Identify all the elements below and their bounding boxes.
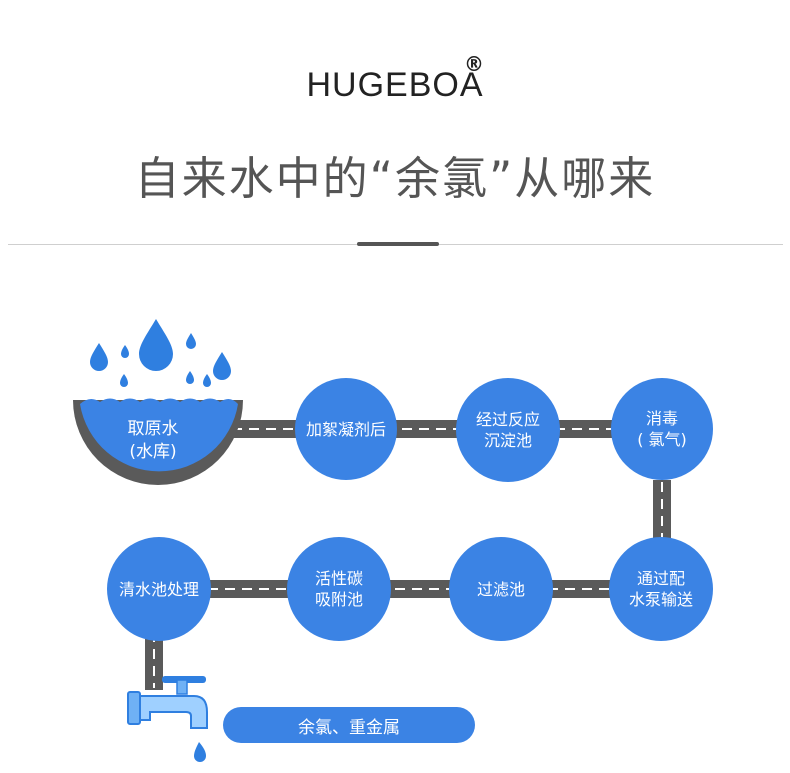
road-bottom-row <box>155 580 665 598</box>
step-label: 消毒 <box>645 409 678 428</box>
step-node-sedimentation: 经过反应 沉淀池 <box>456 378 560 482</box>
step-label: 过滤池 <box>476 579 525 599</box>
step-label: ( 氯气) <box>637 430 687 449</box>
step-label: 加絮凝剂后 <box>305 419 386 439</box>
step-label: 活性碳 <box>314 569 363 588</box>
source-label-line1: 取原水 <box>127 419 179 439</box>
header-divider-accent <box>357 242 439 246</box>
step-node-activated-carbon: 活性碳 吸附池 <box>287 537 391 641</box>
step-node-disinfection: 消毒 ( 氯气) <box>611 378 713 480</box>
water-drop-icon <box>90 319 231 387</box>
result-label-pill: 余氯、重金属 <box>223 707 475 743</box>
registered-mark: ® <box>464 52 484 76</box>
step-label: 经过反应 <box>475 410 540 429</box>
page-title: 自来水中的“余氯”从哪来 <box>134 152 656 205</box>
step-label: 沉淀池 <box>483 431 532 450</box>
step-node-pump-delivery: 通过配 水泵输送 <box>609 537 713 641</box>
step-node-flocculant: 加絮凝剂后 <box>295 378 397 480</box>
source-node-label: 取原水 (水库) <box>105 418 201 464</box>
step-label: 清水池处理 <box>118 579 199 599</box>
source-label-line2: (水库) <box>129 442 177 462</box>
step-label: 吸附池 <box>314 590 363 609</box>
road-left-vertical <box>145 630 163 690</box>
step-label: 水泵输送 <box>628 590 693 609</box>
reservoir-water <box>80 398 238 472</box>
brand-name: HUGEBOA <box>306 66 484 104</box>
road-connectors <box>145 420 671 690</box>
step-node-filter: 过滤池 <box>449 537 553 641</box>
faucet-icon <box>127 676 208 762</box>
step-node-clear-water: 清水池处理 <box>107 537 211 641</box>
step-label: 通过配 <box>636 569 685 588</box>
